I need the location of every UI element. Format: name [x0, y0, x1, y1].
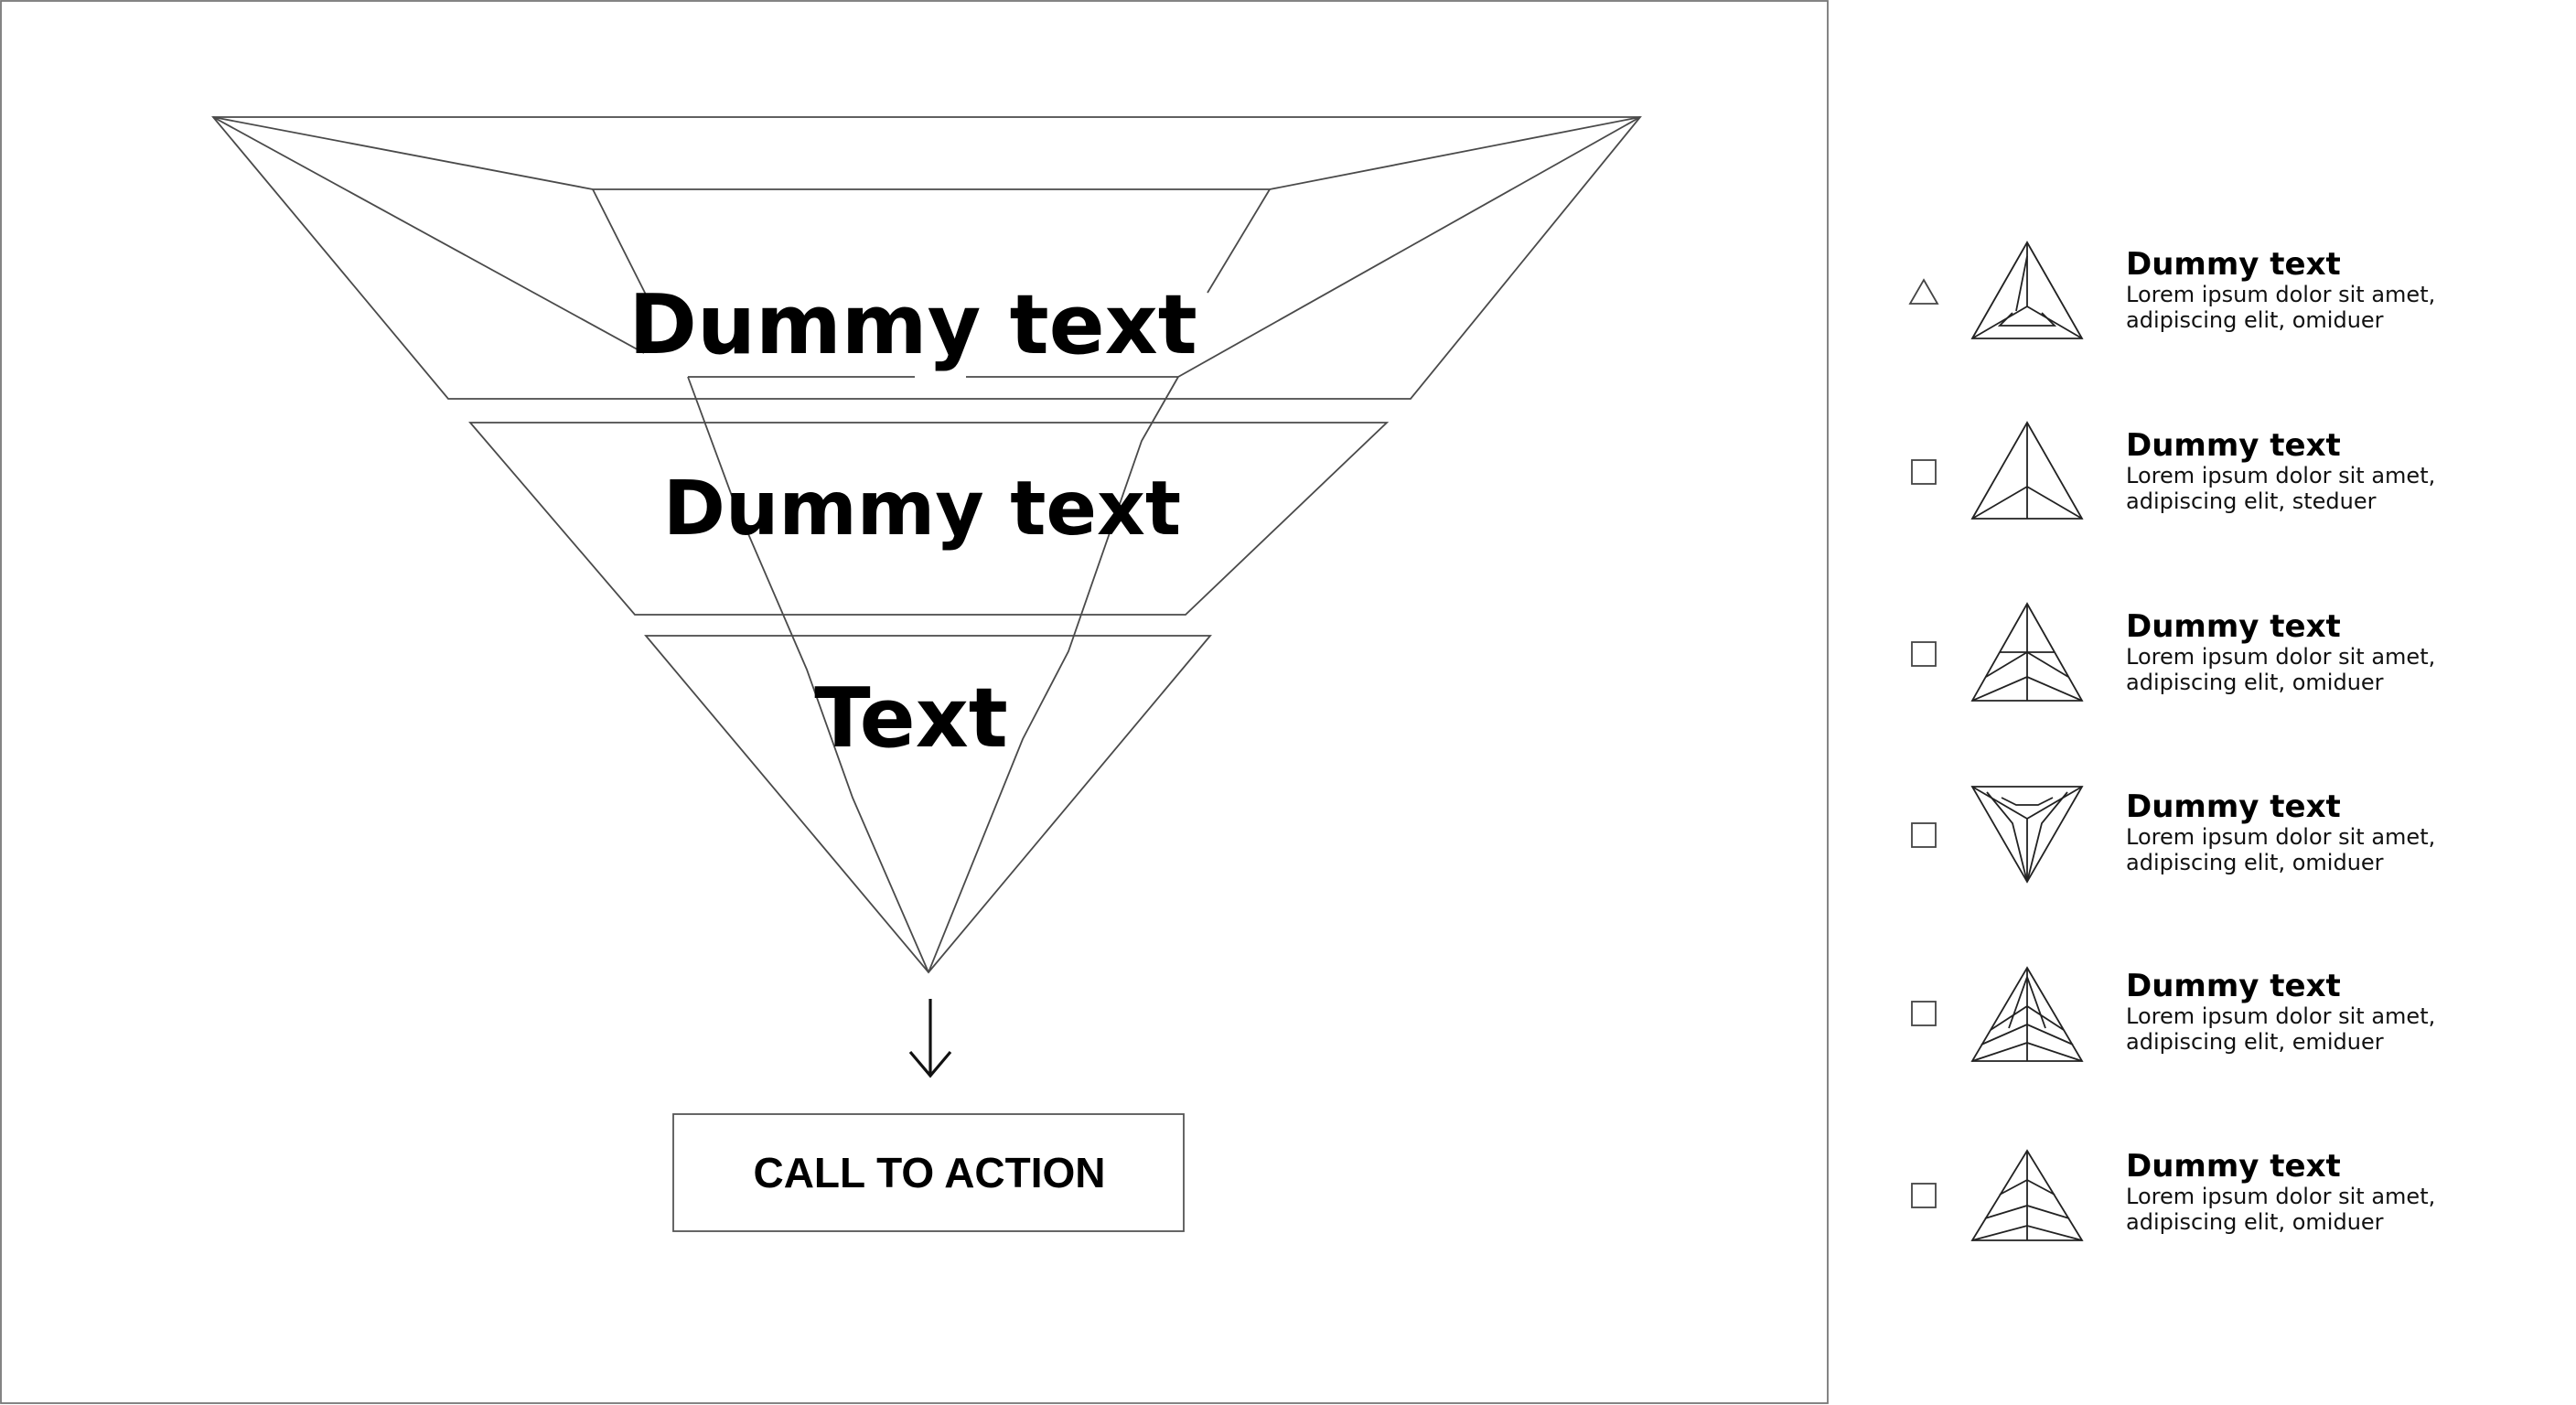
- funnel-facet-left: [687, 376, 929, 973]
- list-item-description-line2: adipiscing elit, omiduer: [2126, 307, 2384, 333]
- funnel-level-1-facet: [1177, 116, 1641, 378]
- pyramid-icon: [1970, 966, 2084, 1062]
- funnel-level-1-label: Dummy text: [628, 277, 1197, 373]
- feature-list: Dummy text Lorem ipsum dolor sit amet, a…: [1908, 241, 2435, 1241]
- funnel-level-1-outline: [211, 116, 1642, 400]
- funnel-level-1-facet: [212, 116, 645, 354]
- funnel-level-3: [644, 635, 1212, 974]
- list-item-description-line1: Lorem ipsum dolor sit amet,: [2126, 463, 2435, 488]
- pyramid-icon: [1970, 1149, 2084, 1241]
- funnel-level-3-outline: [644, 635, 1212, 974]
- list-item-title: Dummy text: [2126, 246, 2341, 283]
- list-item-description-line1: Lorem ipsum dolor sit amet,: [2126, 1184, 2435, 1209]
- list-item-title: Dummy text: [2126, 608, 2341, 645]
- funnel-facet-right: [928, 376, 1179, 973]
- list-item-description-line1: Lorem ipsum dolor sit amet,: [2126, 1003, 2435, 1029]
- call-to-action-label: CALL TO ACTION: [753, 1149, 1105, 1196]
- inverted-pyramid-icon: [1970, 786, 2084, 884]
- list-item: Dummy text Lorem ipsum dolor sit amet, a…: [1911, 786, 2435, 884]
- funnel-level-2: [468, 422, 1390, 616]
- diagram-panel-border: [0, 0, 1829, 1404]
- pyramid-icon: [1970, 241, 2084, 339]
- list-item-description-line2: adipiscing elit, emiduer: [2126, 1029, 2384, 1055]
- call-to-action-box[interactable]: [672, 1113, 1185, 1232]
- list-item-description-line2: adipiscing elit, steduer: [2126, 488, 2377, 514]
- list-item-title: Dummy text: [2126, 968, 2341, 1004]
- funnel-level-3-label: Text: [814, 670, 1008, 767]
- funnel-level-1-facet: [1207, 188, 1271, 294]
- list-item-title: Dummy text: [2126, 1148, 2341, 1185]
- list-item: Dummy text Lorem ipsum dolor sit amet, a…: [1911, 602, 2435, 702]
- pyramid-icon: [1970, 602, 2084, 702]
- list-item-title: Dummy text: [2126, 427, 2341, 464]
- arrow-down-icon: [908, 999, 952, 1078]
- list-item-checkbox[interactable]: [1911, 822, 1937, 848]
- list-item: Dummy text Lorem ipsum dolor sit amet, a…: [1911, 966, 2435, 1062]
- list-item: Dummy text Lorem ipsum dolor sit amet, a…: [1911, 421, 2435, 520]
- list-item-description-line1: Lorem ipsum dolor sit amet,: [2126, 824, 2435, 850]
- funnel-level-1-inner-edge: [212, 116, 1641, 190]
- list-item-description-line2: adipiscing elit, omiduer: [2126, 670, 2384, 695]
- list-item-checkbox[interactable]: [1911, 1183, 1937, 1208]
- list-item-description-line1: Lorem ipsum dolor sit amet,: [2126, 644, 2435, 670]
- funnel-level-2-label: Dummy text: [663, 466, 1181, 552]
- funnel-level-1: [211, 116, 1642, 400]
- funnel-level-1-facet: [592, 188, 647, 295]
- list-item-title: Dummy text: [2126, 788, 2341, 825]
- list-item-checkbox[interactable]: [1911, 641, 1937, 667]
- triangle-checkbox[interactable]: [1908, 278, 1939, 305]
- list-item: Dummy text Lorem ipsum dolor sit amet, a…: [1911, 1148, 2435, 1241]
- call-to-action-button[interactable]: CALL TO ACTION: [672, 1113, 1185, 1232]
- funnel: Dummy text Dummy text Text: [211, 116, 1642, 974]
- list-item-description-line1: Lorem ipsum dolor sit amet,: [2126, 282, 2435, 307]
- list-item: Dummy text Lorem ipsum dolor sit amet, a…: [1908, 241, 2435, 339]
- list-item-description-line2: adipiscing elit, omiduer: [2126, 850, 2384, 875]
- list-item-checkbox[interactable]: [1911, 1001, 1937, 1026]
- funnel-level-2-outline: [468, 422, 1390, 616]
- list-item-checkbox[interactable]: [1911, 459, 1937, 485]
- pyramid-icon: [1970, 421, 2084, 520]
- list-item-description-line2: adipiscing elit, omiduer: [2126, 1209, 2384, 1235]
